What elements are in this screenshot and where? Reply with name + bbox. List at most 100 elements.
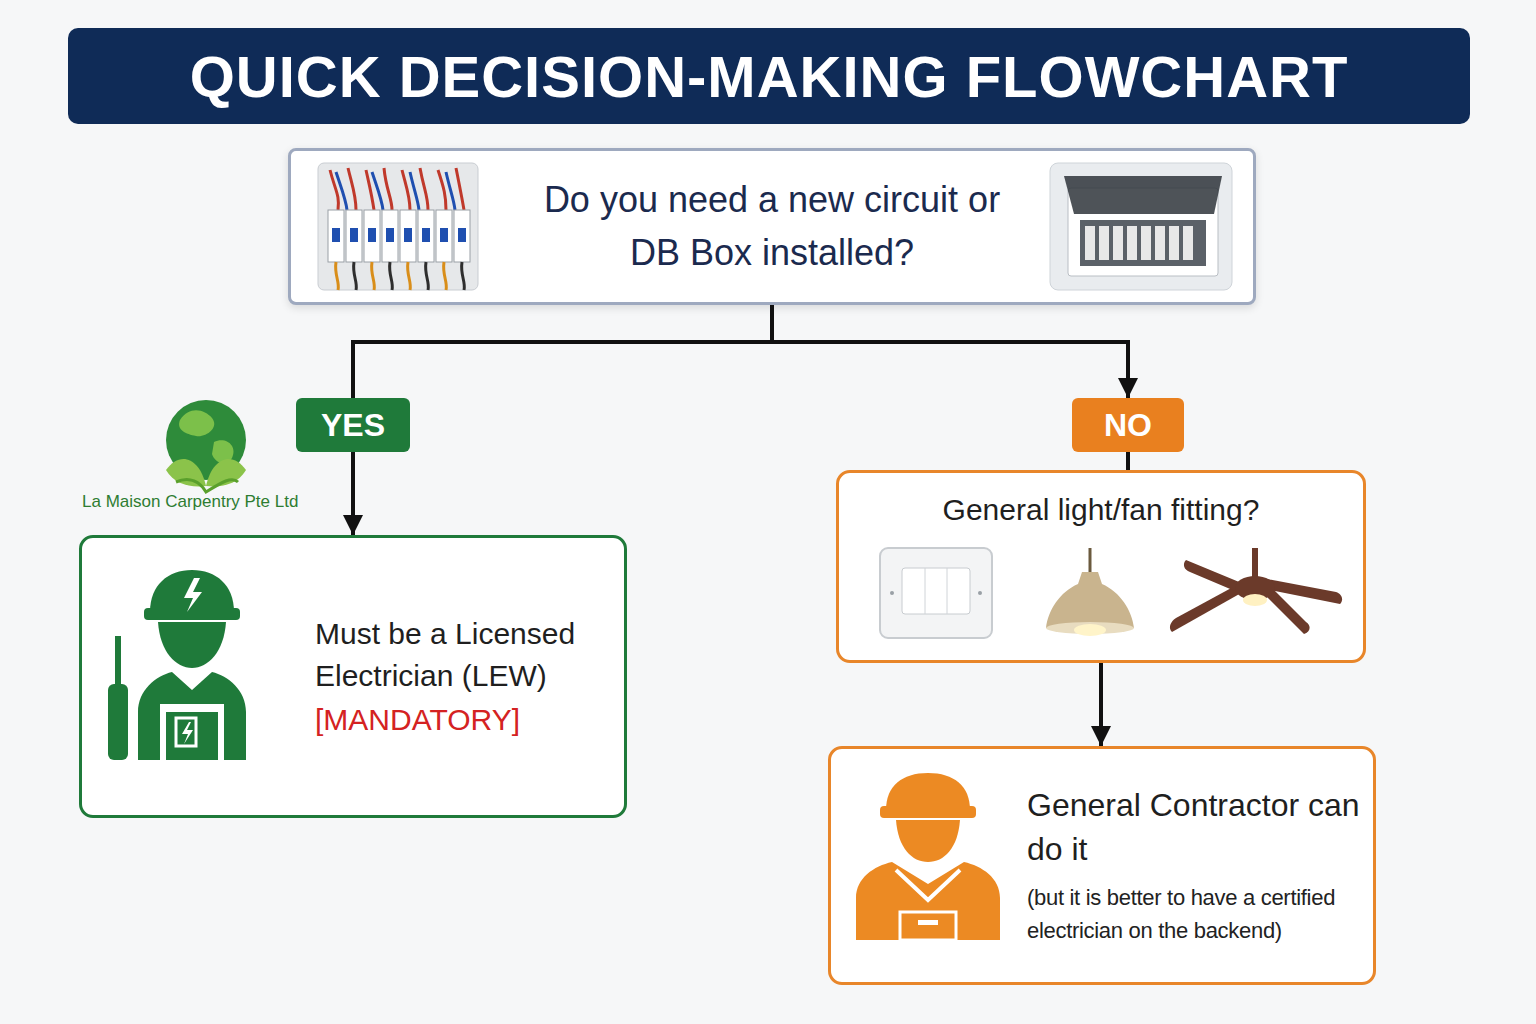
switch-icon [880, 548, 992, 638]
electrician-icon [108, 684, 128, 760]
node-heading: NO [1104, 407, 1152, 444]
electrician-icon [144, 608, 240, 620]
pendant-lamp-icon [1074, 624, 1106, 636]
pendant-lamp-icon [1046, 622, 1134, 634]
ceiling-fan-icon [1184, 560, 1244, 594]
breaker-panel-photo [422, 228, 430, 242]
node-heading: General light/fan fitting? [943, 493, 1260, 527]
breaker-panel-photo [332, 228, 340, 242]
db-box-photo [1113, 226, 1123, 260]
ceiling-fan-icon [1235, 576, 1275, 600]
breaker-panel-photo [350, 228, 358, 242]
breaker-panel-photo [440, 228, 448, 242]
contractor-icon [896, 870, 960, 900]
breaker-panel-photo [436, 210, 452, 262]
contractor-icon [896, 820, 960, 862]
db-box-photo [1127, 226, 1137, 260]
db-box-photo [1050, 163, 1232, 290]
pendant-lamp-icon [1046, 548, 1134, 636]
electrician-icon [182, 722, 193, 744]
electrician-icon [184, 578, 202, 612]
breaker-panel-photo [354, 262, 465, 290]
company-logo [176, 480, 238, 492]
db-box-photo [1085, 226, 1193, 260]
ceiling-fan-icon [1170, 580, 1250, 632]
db-box-photo [1085, 226, 1095, 260]
flow-connector [1126, 452, 1130, 470]
node-heading: YES [321, 407, 385, 444]
result-box: Must be a Licensed Electrician (LEW)[MAN… [79, 535, 627, 818]
db-box-photo [1068, 188, 1218, 276]
ceiling-fan-icon [1252, 548, 1258, 578]
ceiling-fan-icon [1260, 578, 1342, 604]
breaker-panel-photo [404, 228, 412, 242]
breaker-panel-photo [318, 163, 478, 290]
db-box-photo [1155, 226, 1165, 260]
contractor-icon [918, 920, 938, 925]
db-box-photo [1064, 176, 1222, 214]
flow-connector [351, 452, 355, 535]
db-box-photo [1080, 220, 1206, 266]
electrician-icon [150, 570, 234, 612]
electrician-icon [158, 622, 226, 668]
switch-icon [880, 548, 992, 638]
electrician-icon [166, 712, 218, 760]
contractor-icon [856, 773, 1000, 940]
db-box-photo [1050, 163, 1232, 290]
switch-icon [947, 568, 948, 614]
breaker-panel-photo [458, 228, 466, 242]
question-box: General light/fan fitting? [836, 470, 1366, 663]
switch-icon [902, 568, 970, 614]
contractor-icon [856, 862, 1000, 940]
breaker-panel-photo [418, 210, 434, 262]
breaker-panel-photo [328, 210, 344, 262]
company-logo [206, 459, 246, 487]
breaker-panel-photo [382, 210, 398, 262]
contractor-icon [900, 912, 956, 940]
node-heading: Must be a Licensed Electrician (LEW) [315, 613, 620, 697]
breaker-panel-photo [318, 163, 478, 290]
company-logo [166, 400, 246, 480]
question-box: Do you need a new circuit or DB Box inst… [288, 148, 1256, 305]
flow-connector [772, 305, 1128, 398]
electrician-icon [160, 704, 224, 760]
breaker-panel-photo [330, 168, 464, 210]
switch-icon [925, 568, 926, 614]
breaker-panel-photo [336, 172, 455, 210]
ceiling-fan-icon [1264, 586, 1310, 634]
breaker-panel-photo [368, 228, 376, 242]
company-name: La Maison Carpentry Pte Ltd [82, 492, 298, 512]
db-box-photo [1183, 226, 1193, 260]
breaker-panel-photo [400, 210, 416, 262]
electrician-icon [138, 672, 246, 760]
breaker-panel-photo [332, 228, 466, 242]
db-box-photo [1099, 226, 1109, 260]
breaker-panel-photo [364, 210, 380, 262]
db-box-photo [1169, 226, 1179, 260]
contractor-icon [886, 773, 970, 810]
contractor-icon [880, 806, 976, 818]
pendant-lamp-icon [1089, 548, 1092, 572]
node-heading: Do you need a new circuit or DB Box inst… [521, 174, 1023, 278]
breaker-panel-photo [346, 210, 362, 262]
connector-layer [353, 305, 1128, 746]
company-logo [166, 400, 246, 492]
breaker-panel-photo [454, 210, 470, 262]
breaker-panel-photo [328, 210, 470, 262]
flow-connector [1099, 663, 1103, 746]
switch-icon [978, 591, 982, 595]
title-banner: QUICK DECISION-MAKING FLOWCHART [68, 28, 1470, 124]
ceiling-fan-icon [1243, 594, 1267, 606]
node-heading: General Contractor can do it [1027, 784, 1367, 870]
electrician-icon [176, 718, 196, 746]
company-logo [179, 410, 233, 463]
electrician-icon [108, 570, 246, 760]
pendant-lamp-icon [1046, 572, 1134, 628]
result-box: General Contractor can do it(but it is b… [828, 746, 1376, 985]
breaker-panel-photo [386, 228, 394, 242]
db-box-photo [1141, 226, 1151, 260]
yes-tag: YES [296, 398, 410, 452]
no-tag: NO [1072, 398, 1184, 452]
